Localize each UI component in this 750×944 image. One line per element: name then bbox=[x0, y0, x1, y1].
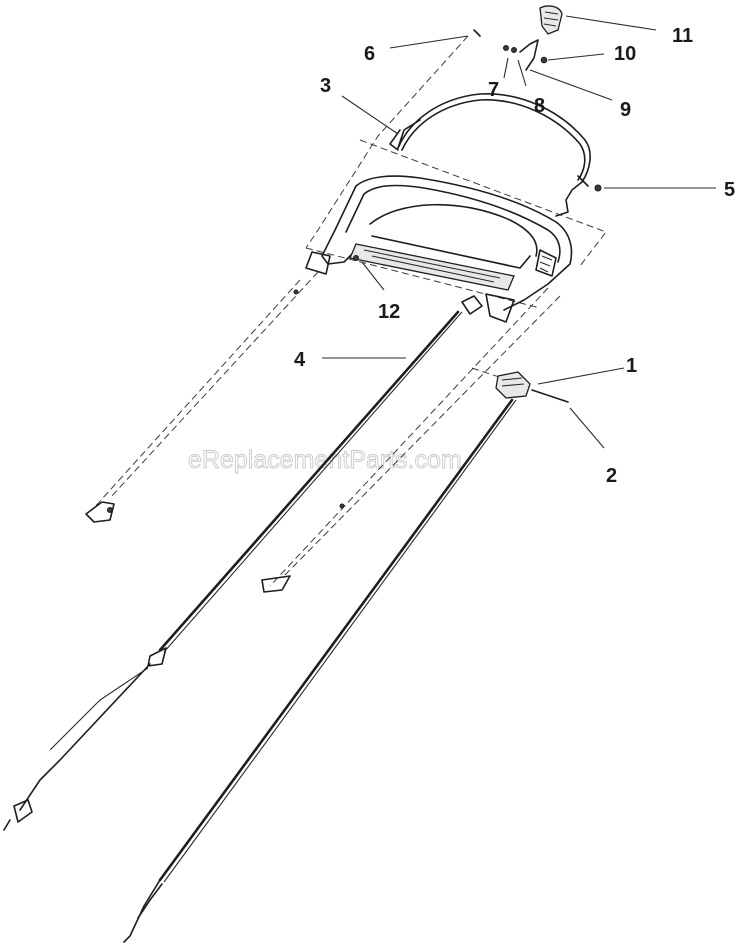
callout-1: 1 bbox=[626, 355, 637, 377]
watermark: eReplacementParts.com bbox=[188, 446, 462, 474]
hardware-parts bbox=[107, 5, 602, 513]
control-cable-4 bbox=[3, 295, 483, 831]
callout-10: 10 bbox=[614, 43, 636, 65]
lower-handle-tubes bbox=[85, 501, 291, 593]
leader-lines bbox=[322, 15, 716, 449]
callout-labels: 1 2 3 4 5 6 7 8 9 10 11 12 bbox=[294, 25, 735, 487]
callout-8: 8 bbox=[534, 95, 545, 117]
upper-handle-frame bbox=[305, 175, 573, 323]
callout-11: 11 bbox=[672, 25, 693, 47]
callout-3: 3 bbox=[320, 75, 331, 97]
callout-12: 12 bbox=[378, 301, 400, 323]
control-cable-1 bbox=[123, 371, 569, 943]
assembly-guide-lines bbox=[91, 35, 607, 587]
callout-2: 2 bbox=[606, 465, 617, 487]
callout-9: 9 bbox=[620, 99, 631, 121]
callout-7: 7 bbox=[488, 79, 499, 101]
callout-5: 5 bbox=[724, 179, 735, 201]
callout-6: 6 bbox=[364, 43, 375, 65]
callout-4: 4 bbox=[294, 349, 306, 371]
bail-handle bbox=[397, 93, 591, 217]
